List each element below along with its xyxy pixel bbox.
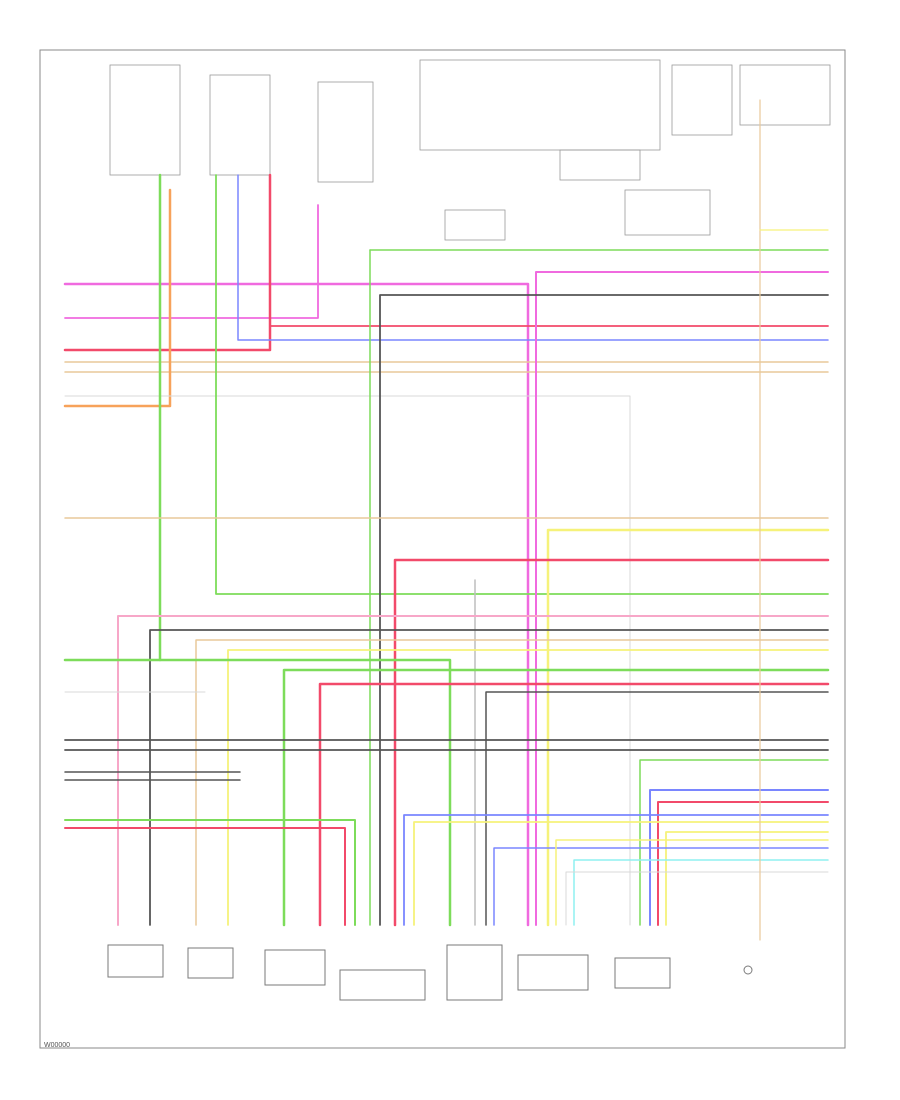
wire-magenta-3 — [535, 271, 829, 926]
wire-pink-1 — [117, 615, 829, 926]
wire-blue-2 — [649, 789, 829, 926]
wires — [63, 99, 830, 941]
wire-red-6 — [64, 827, 346, 926]
wire-yellow-4 — [665, 831, 829, 926]
wire-yellow-3 — [413, 821, 829, 926]
component-box-2 — [187, 947, 234, 979]
bottom-components — [107, 944, 753, 1001]
component-box-3 — [264, 949, 326, 986]
wire-red-5 — [657, 801, 829, 926]
diagram-frame — [39, 49, 846, 1049]
wire-orange-1 — [63, 188, 172, 408]
wire-magenta-1 — [63, 282, 530, 927]
wire-blue-4 — [493, 847, 829, 926]
wire-yellow-5 — [555, 839, 829, 926]
wire-black-3 — [485, 691, 829, 926]
wire-yellow-1 — [546, 528, 830, 927]
wire-green-8 — [64, 819, 356, 926]
component-box-1 — [107, 944, 164, 978]
wire-green-6 — [282, 668, 830, 927]
component-connector-9 — [743, 965, 753, 975]
wire-cyan-1 — [573, 859, 829, 926]
wire-gray-1 — [64, 395, 631, 926]
wire-red-1 — [63, 173, 272, 352]
wire-green-5 — [63, 658, 452, 927]
footer-code: W00000 — [44, 1042, 71, 1049]
wire-yellow-2 — [227, 649, 829, 926]
wire-magenta-2 — [64, 204, 319, 319]
component-box-7 — [614, 957, 671, 989]
wire-green-7 — [639, 759, 829, 926]
wire-tan-4 — [195, 639, 829, 926]
wire-blue-3 — [403, 814, 829, 926]
component-box-4 — [339, 969, 426, 1001]
wire-red-4 — [318, 682, 830, 927]
wire-green-2 — [215, 174, 829, 595]
wire-black-1 — [379, 294, 829, 926]
wire-blue-1 — [237, 174, 829, 341]
top-components — [109, 59, 831, 241]
component-box-6 — [517, 954, 589, 991]
wire-gray-4 — [565, 871, 829, 926]
component-box-5 — [446, 944, 503, 1001]
wire-red-3 — [393, 558, 830, 927]
wire-black-2 — [149, 629, 829, 926]
